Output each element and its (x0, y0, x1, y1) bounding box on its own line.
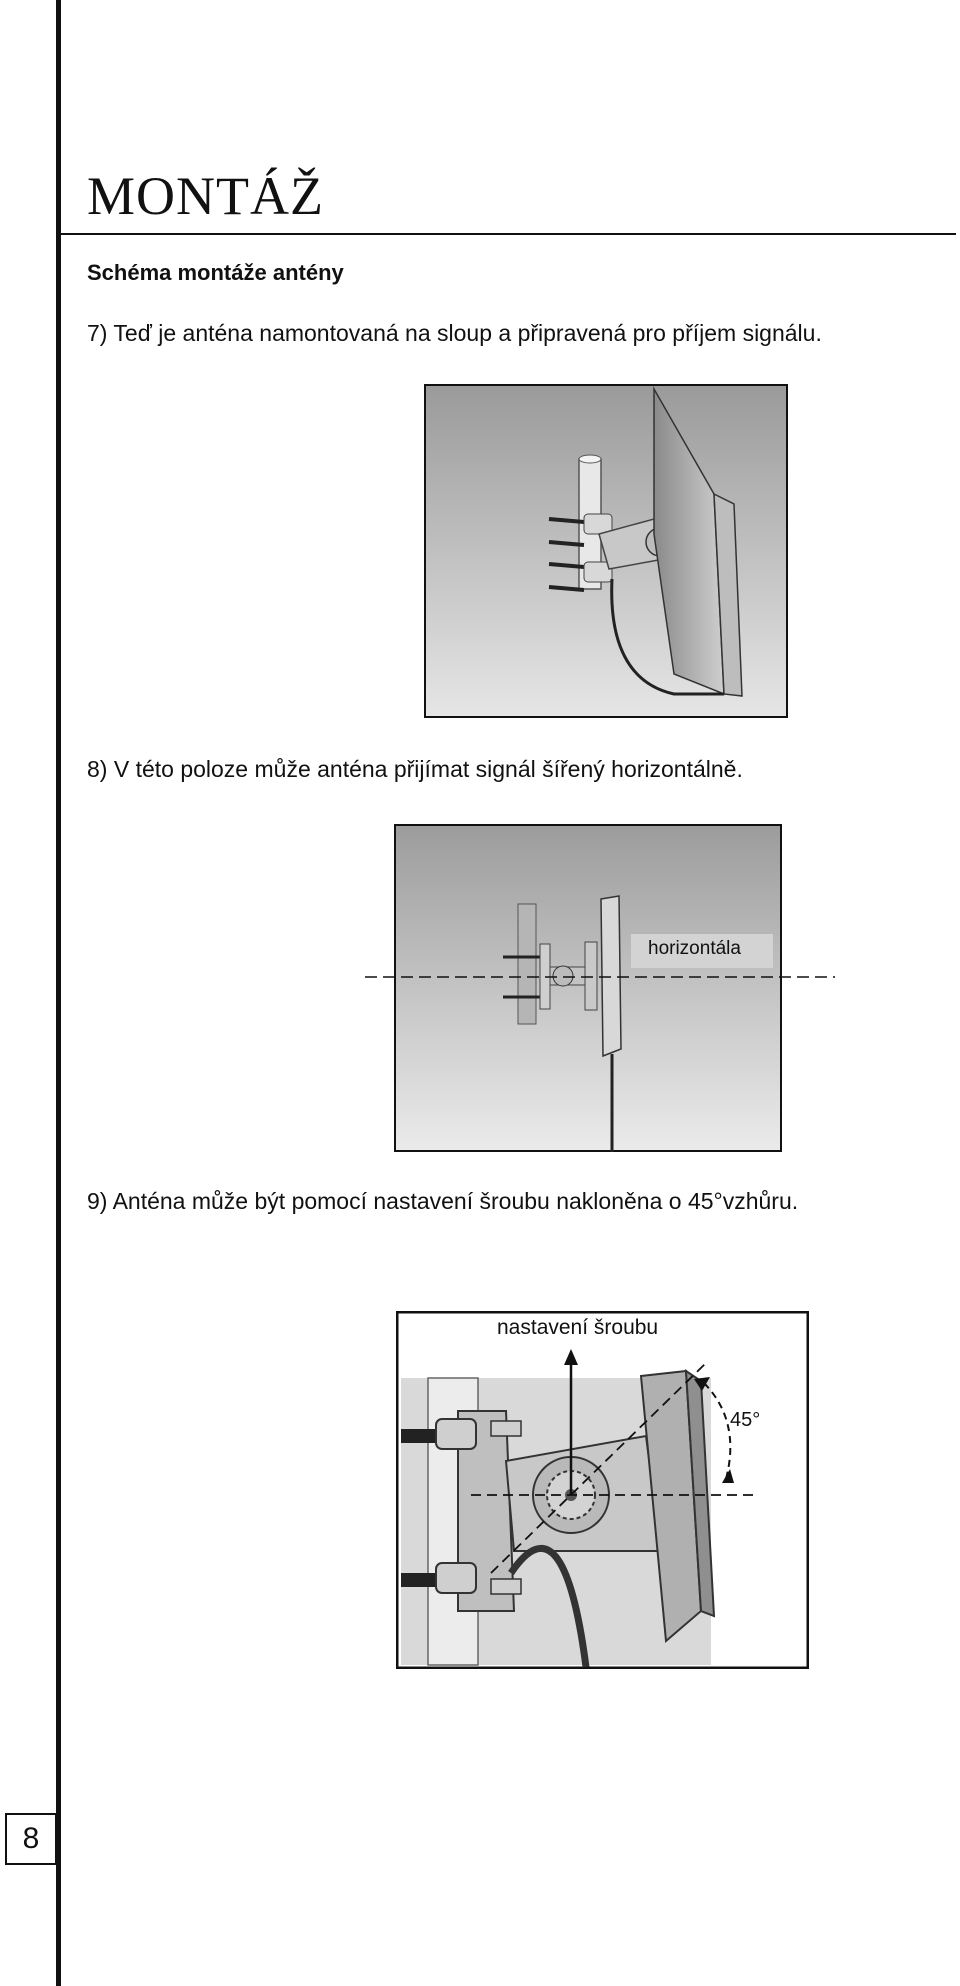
page-title: MONTÁŽ (87, 166, 324, 226)
step-7-text: 7) Teď je anténa namontovaná na sloup a … (87, 320, 822, 346)
title-divider (56, 233, 956, 235)
tilt-angle-label: 45° (730, 1409, 761, 1431)
step-9-text: 9) Anténa může být pomocí nastavení šrou… (87, 1188, 799, 1214)
figure-antenna-mounted (424, 384, 788, 718)
figure-horizontal-position: horizontála (363, 824, 838, 1154)
step-8-text: 8) V této poloze může anténa přijímat si… (87, 756, 743, 782)
left-margin-line (56, 0, 61, 1986)
figure-tilt-adjustment: nastavení šroubu 45° (396, 1311, 809, 1669)
page-number: 8 (5, 1813, 57, 1865)
section-subtitle: Schéma montáže antény (87, 260, 344, 285)
adjustment-screw-label: nastavení šroubu (497, 1316, 659, 1339)
horizontal-label: horizontála (648, 938, 741, 959)
